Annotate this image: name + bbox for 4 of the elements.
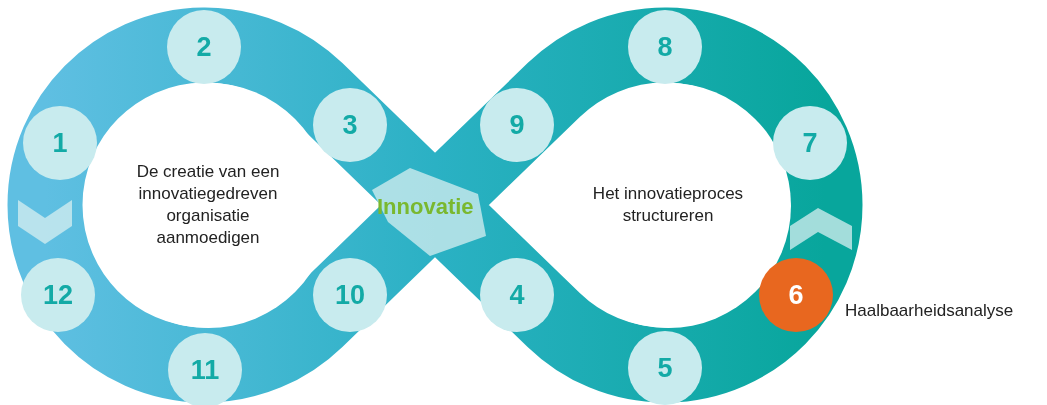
center-label: Innovatie <box>377 194 474 220</box>
step-caption: Haalbaarheidsanalyse <box>845 301 1014 321</box>
loop-caption: Het innovatieproces structureren <box>591 182 745 227</box>
loop-caption: De creatie van een innovatiegedreven organisatie aanmoedigen <box>135 160 281 250</box>
